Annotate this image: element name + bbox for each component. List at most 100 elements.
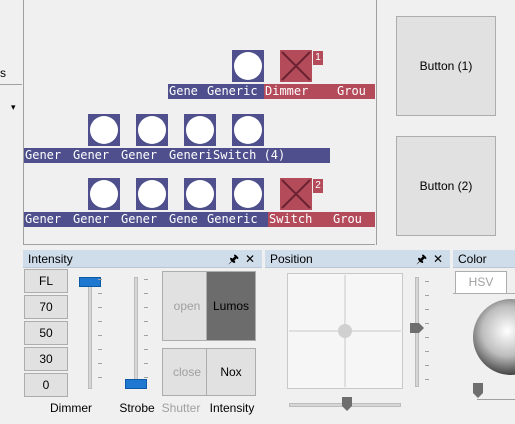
shutter-label: Shutter	[161, 401, 201, 415]
dimmer-slider-handle[interactable]	[79, 277, 101, 287]
slider-tick	[98, 321, 102, 322]
dimmer-label: Dimmer	[50, 401, 92, 415]
button-panel: Button (1) Button (2)	[376, 0, 515, 245]
slider-tick	[425, 309, 429, 310]
pin-icon[interactable]: 🖈	[416, 252, 428, 266]
shutter-open-button[interactable]: open	[162, 271, 212, 341]
fixture-generic[interactable]	[88, 114, 120, 146]
close-icon[interactable]: ✕	[245, 252, 256, 266]
color-dock-body: HSV	[453, 269, 515, 424]
preset-0-button[interactable]: 0	[24, 373, 68, 397]
lamp-icon	[138, 180, 166, 208]
fixture-label: Gener	[24, 148, 72, 163]
fixture-label: Gener	[120, 212, 168, 227]
slider-tick	[98, 293, 102, 294]
slider-tick	[98, 377, 102, 378]
fixture-label-band: Gener Gener Gener Generic Switch (4)	[24, 148, 330, 163]
fixture-label-band: Gener Gener Gener Gene Generic Switch Gr…	[24, 212, 375, 227]
pin-icon[interactable]: 🖈	[228, 252, 240, 266]
strobe-slider-track[interactable]	[134, 277, 138, 389]
fixture-generic[interactable]	[88, 178, 120, 210]
pan-slider-handle[interactable]	[342, 397, 352, 411]
slider-tick	[425, 351, 429, 352]
hue-slider-track[interactable]	[477, 399, 515, 402]
nox-button[interactable]: Nox	[206, 348, 256, 396]
fixture-label: Gener	[72, 148, 120, 163]
slider-tick	[144, 321, 148, 322]
fixture-generic[interactable]	[184, 178, 216, 210]
fixture-generic[interactable]	[232, 178, 264, 210]
preset-50-button[interactable]: 50	[24, 321, 68, 345]
fixture-label: Gener	[72, 212, 120, 227]
slider-tick	[144, 377, 148, 378]
dropdown-arrow-icon[interactable]: ▾	[11, 102, 16, 112]
fixture-generic[interactable]	[136, 114, 168, 146]
fixture-label: Generic	[206, 212, 268, 227]
fixture-label: Dimmer	[264, 84, 336, 99]
slider-tick	[98, 307, 102, 308]
fixture-label: Grou	[336, 84, 375, 99]
tilt-slider-handle[interactable]	[410, 323, 424, 333]
left-panel-divider	[0, 84, 22, 85]
color-dock-title[interactable]: Color	[453, 250, 515, 268]
color-wheel[interactable]	[471, 297, 515, 377]
intensity-dock-title[interactable]: Intensity 🖈 ✕	[23, 250, 262, 268]
preset-fl-button[interactable]: FL	[24, 269, 68, 293]
fixture-label: Gene	[168, 212, 206, 227]
slider-tick	[98, 335, 102, 336]
fixture-label: Gener	[24, 212, 72, 227]
fixture-badge: 1	[313, 51, 323, 65]
button-1[interactable]: Button (1)	[396, 16, 496, 116]
left-panel-text: s	[0, 66, 6, 80]
pan-tilt-pad[interactable]	[287, 273, 403, 389]
slider-tick	[144, 349, 148, 350]
button-2[interactable]: Button (2)	[396, 136, 496, 236]
hue-slider-handle[interactable]	[471, 383, 485, 399]
dock-title-text: Intensity	[28, 252, 73, 266]
position-dock-title[interactable]: Position 🖈 ✕	[265, 250, 450, 268]
fixture-label: Generic	[168, 148, 212, 163]
lamp-icon	[90, 180, 118, 208]
fixture-label: Grou	[332, 212, 375, 227]
intensity-dock-body: FL 70 50 30 0 open close Lumos Nox Dimme…	[23, 269, 262, 424]
preset-30-button[interactable]: 30	[24, 347, 68, 371]
fixture-label: Generic	[206, 84, 264, 99]
strobe-label: Strobe	[119, 401, 155, 415]
cross-icon	[281, 179, 311, 209]
fixture-generic[interactable]	[136, 178, 168, 210]
slider-tick	[425, 365, 429, 366]
tab-hsv[interactable]: HSV	[455, 271, 507, 293]
lamp-icon	[234, 52, 262, 80]
fixture-generic[interactable]	[232, 50, 264, 82]
lamp-icon	[186, 116, 214, 144]
fixture-label: Switch (4)	[212, 148, 330, 163]
cross-icon	[281, 51, 311, 81]
close-icon[interactable]: ✕	[433, 252, 444, 266]
strobe-slider-handle[interactable]	[125, 379, 147, 389]
fixture-switch-group[interactable]	[280, 178, 312, 210]
slider-tick	[144, 279, 148, 280]
fixture-generic-switch[interactable]	[232, 114, 264, 146]
lamp-icon	[186, 180, 214, 208]
lumos-button[interactable]: Lumos	[206, 271, 256, 341]
slider-tick	[98, 363, 102, 364]
lamp-icon	[234, 116, 262, 144]
left-panel-strip: s ▾	[0, 0, 22, 250]
slider-tick	[425, 323, 429, 324]
dimmer-slider-track[interactable]	[88, 277, 92, 389]
lamp-icon	[234, 180, 262, 208]
fixture-generic[interactable]	[184, 114, 216, 146]
slider-tick	[144, 307, 148, 308]
dock-title-text: Color	[458, 252, 487, 266]
fixture-dimmer-group[interactable]	[280, 50, 312, 82]
fixture-label: Gener	[120, 148, 168, 163]
lamp-icon	[90, 116, 118, 144]
fixture-badge: 2	[313, 179, 323, 193]
position-dock-body	[265, 269, 450, 424]
tab-strip-border	[453, 293, 515, 294]
fixture-canvas[interactable]: 1 Gene Generic Dimmer Grou Gener Gener G…	[23, 0, 375, 245]
preset-70-button[interactable]: 70	[24, 295, 68, 319]
fixture-label-band: Gene Generic Dimmer Grou	[168, 84, 375, 99]
shutter-close-button[interactable]: close	[162, 348, 212, 396]
slider-tick	[425, 337, 429, 338]
